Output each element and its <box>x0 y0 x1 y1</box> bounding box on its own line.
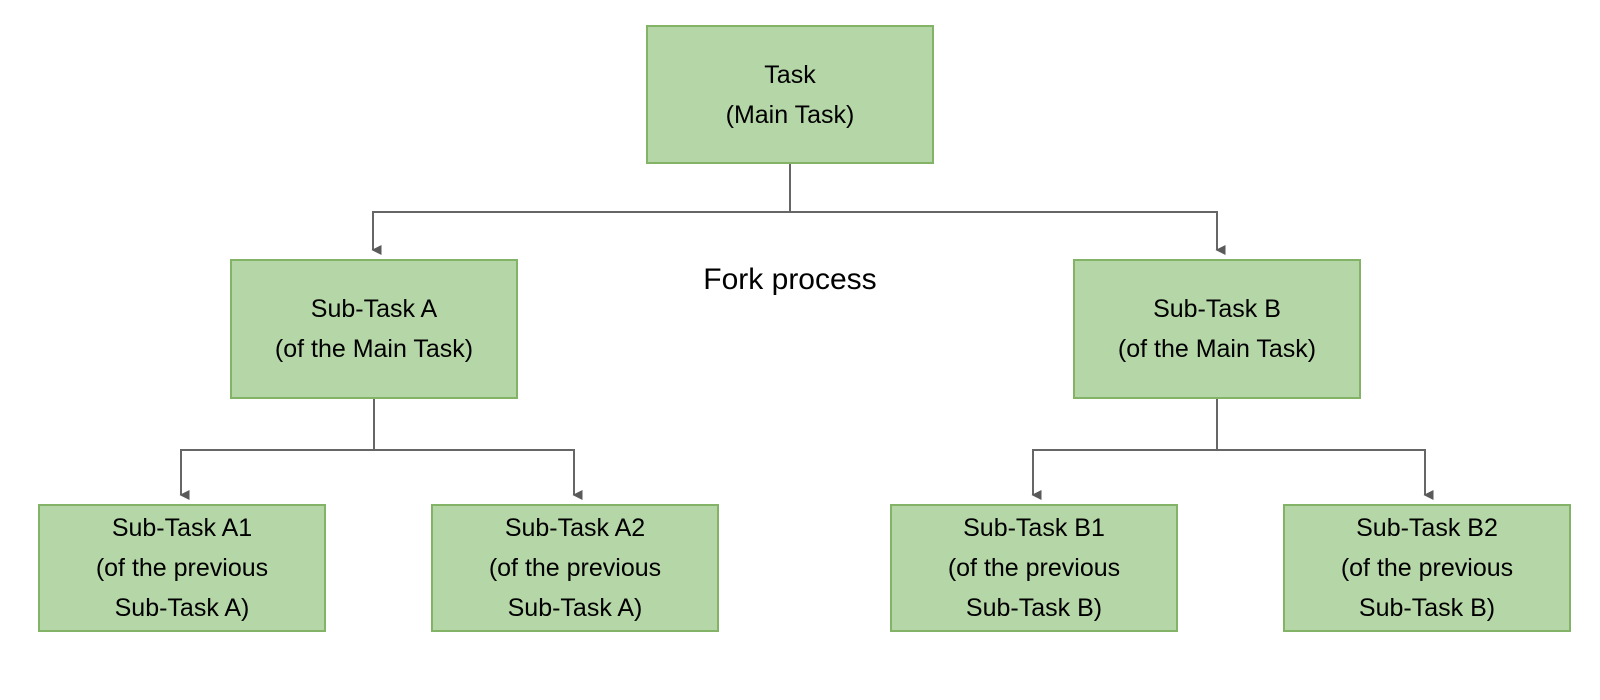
node-task-main[interactable]: Task (Main Task) <box>646 25 934 164</box>
fork-process-label: Fork process <box>703 263 877 296</box>
node-sub-task-a[interactable]: Sub-Task A (of the Main Task) <box>230 259 518 399</box>
node-sub-task-a2[interactable]: Sub-Task A2 (of the previous Sub-Task A) <box>431 504 719 632</box>
node-label-line2: (of the previous <box>488 554 662 582</box>
node-label-line3: Sub-Task B) <box>1358 594 1496 622</box>
edge-root-to-sub-b <box>789 164 1226 255</box>
node-label-line2: (of the previous <box>1340 554 1514 582</box>
edge-sub-a-to-sub-a1 <box>179 399 375 500</box>
edge-root-to-sub-a <box>371 164 791 255</box>
node-label-line1: Sub-Task B <box>1153 295 1281 323</box>
node-sub-task-b[interactable]: Sub-Task B (of the Main Task) <box>1073 259 1361 399</box>
node-label-line2: (Main Task) <box>725 100 855 129</box>
node-label-line1: Sub-Task A1 <box>111 514 253 542</box>
node-sub-task-b1[interactable]: Sub-Task B1 (of the previous Sub-Task B) <box>890 504 1178 632</box>
node-label-line3: Sub-Task B) <box>965 594 1103 622</box>
node-label-line1: Task <box>764 60 816 89</box>
node-sub-task-a1[interactable]: Sub-Task A1 (of the previous Sub-Task A) <box>38 504 326 632</box>
edge-sub-a-to-sub-a2 <box>373 399 583 500</box>
node-label-line1: Sub-Task A <box>310 295 438 323</box>
edge-sub-b-to-sub-b2 <box>1216 399 1434 500</box>
node-label-line3: Sub-Task A) <box>114 594 250 622</box>
node-label-line2: (of the previous <box>95 554 269 582</box>
node-label-line2: (of the Main Task) <box>1117 335 1317 363</box>
node-label-line1: Sub-Task B1 <box>963 514 1105 542</box>
node-sub-task-b2[interactable]: Sub-Task B2 (of the previous Sub-Task B) <box>1283 504 1571 632</box>
node-label-line3: Sub-Task A) <box>507 594 643 622</box>
edge-sub-b-to-sub-b1 <box>1031 399 1218 500</box>
node-label-line2: (of the previous <box>947 554 1121 582</box>
node-label-line2: (of the Main Task) <box>274 335 474 363</box>
node-label-line1: Sub-Task A2 <box>504 514 646 542</box>
node-label-line1: Sub-Task B2 <box>1356 514 1498 542</box>
